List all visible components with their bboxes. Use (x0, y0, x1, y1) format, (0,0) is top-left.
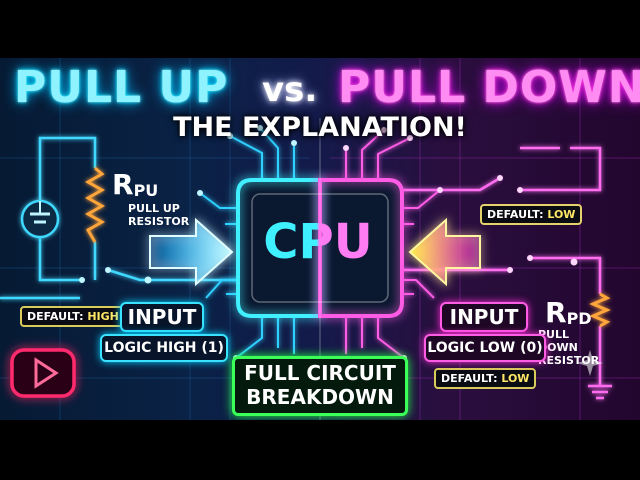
default-low-badge-top: DEFAULT: LOW (480, 204, 583, 225)
circuit-illustration (0, 58, 640, 420)
switch-node (79, 277, 85, 283)
switch-node (517, 187, 523, 193)
resistor-subscript: PD (566, 309, 592, 328)
title-vs: vs. (262, 70, 318, 110)
junction-dot (570, 258, 578, 266)
default-high-badge: DEFAULT: HIGH (20, 306, 126, 327)
badge-label: DEFAULT: (487, 208, 548, 221)
sparkle-icon (577, 350, 603, 376)
cpu-traces-right (345, 129, 441, 359)
resistor-letter: R (545, 296, 567, 329)
pull-up-logic-label: LOGIC HIGH (1) (100, 334, 228, 362)
pull-down-resistor-label: PULL DOWN RESISTOR (538, 328, 600, 367)
thumbnail-artwork: PULL UP vs. PULL DOWN THE EXPLANATION! R… (0, 58, 640, 420)
battery-icon (20, 199, 60, 239)
zigzag-resistor-icon (84, 166, 106, 243)
pull-down-logic-label: LOGIC LOW (0) (424, 334, 546, 362)
resistor-letter: R (112, 168, 134, 201)
cpu-chip (236, 118, 404, 420)
banner-line-2: BREAKDOWN (246, 385, 394, 409)
badge-value: LOW (501, 372, 530, 385)
arrow-into-cpu-icon (408, 217, 481, 287)
badge-value: HIGH (87, 310, 119, 323)
switch-node (105, 267, 111, 273)
badge-label: DEFAULT: (27, 310, 88, 323)
ground-icon (588, 384, 612, 400)
full-circuit-breakdown-banner: FULL CIRCUIT BREAKDOWN (232, 356, 408, 416)
default-low-badge-bottom: DEFAULT: LOW (434, 368, 537, 389)
banner-line-1: FULL CIRCUIT (244, 361, 396, 385)
cpu-label: CPU (248, 214, 388, 270)
pull-up-resistor-symbol: RPU (112, 168, 158, 201)
subtitle: THE EXPLANATION! (173, 112, 467, 143)
pull-down-resistor-symbol: RPD (545, 296, 592, 329)
badge-label: DEFAULT: (441, 372, 502, 385)
play-button-icon (10, 348, 76, 398)
title-pull-up: PULL UP (14, 62, 229, 113)
pull-up-input-label: INPUT (120, 302, 204, 332)
badge-value: LOW (547, 208, 576, 221)
switch-node (527, 255, 533, 261)
junction-dot (144, 276, 152, 284)
title-pull-down: PULL DOWN (338, 62, 640, 113)
switch-node (507, 267, 513, 273)
zigzag-resistor-icon (589, 292, 611, 328)
pull-up-resistor-label: PULL UP RESISTOR (128, 202, 190, 228)
pull-down-input-label: INPUT (440, 302, 528, 332)
pull-down-circuit (400, 146, 602, 386)
resistor-subscript: PU (133, 181, 159, 200)
switch-node (497, 175, 503, 181)
arrow-into-cpu-icon (149, 217, 234, 287)
